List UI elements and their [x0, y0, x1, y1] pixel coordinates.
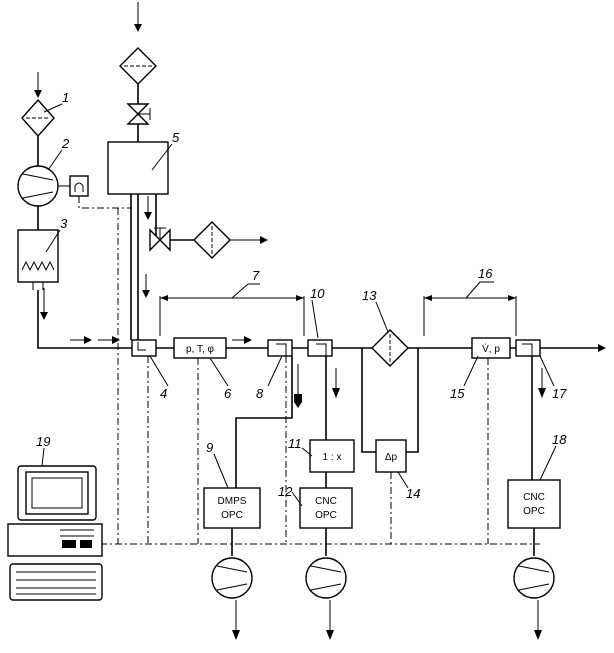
pump-left — [211, 557, 253, 599]
flow-box-15 — [471, 337, 511, 359]
delta-p-box-14 — [375, 439, 407, 473]
dmps-line1: DMPS — [218, 496, 247, 507]
flow-arrow-down-to-mixer — [142, 274, 150, 298]
dilution-box-text: 1 : x — [323, 452, 342, 463]
label-11: 11 — [288, 436, 302, 451]
signal-lines — [100, 208, 540, 545]
flow-box-text: V̇, p — [482, 342, 500, 355]
label-16: 16 — [478, 266, 493, 281]
label-17: 17 — [552, 386, 567, 401]
label-15: 15 — [450, 386, 465, 401]
bracket-7 — [159, 283, 305, 336]
computer-19 — [7, 465, 103, 601]
dmps-line2: OPC — [221, 510, 243, 521]
flow-arrow-cooler-out — [40, 288, 48, 320]
bracket-16 — [423, 281, 517, 336]
outlet-arrow-main — [598, 344, 606, 352]
pump-outlets — [232, 600, 542, 640]
flow-arrow-tank-out — [144, 196, 152, 220]
cnc12-line1: CNC — [315, 496, 337, 507]
dmps-opc-box-9 — [203, 487, 261, 529]
flow-arrow-main-1 — [70, 336, 92, 344]
label-14: 14 — [406, 486, 420, 501]
sampling-probe-8 — [267, 339, 293, 357]
label-8: 8 — [256, 386, 264, 401]
label-10: 10 — [310, 286, 325, 301]
flow-arrow-main-3 — [232, 336, 252, 344]
label-12: 12 — [278, 484, 293, 499]
pump-middle — [305, 557, 347, 599]
leader-lines — [41, 103, 557, 507]
probe-10-arrow — [332, 368, 340, 398]
mixer-4 — [131, 339, 157, 357]
sampling-probe-17 — [515, 339, 541, 357]
exhaust-valve — [149, 227, 171, 252]
sampling-probe-10 — [307, 339, 333, 357]
inlet-arrow-left — [34, 72, 42, 98]
probe-8-arrow — [294, 364, 302, 408]
measure-box-text: p, T, φ — [186, 344, 214, 355]
cooler-3 — [17, 229, 59, 283]
filter-13 — [371, 329, 409, 367]
label-6: 6 — [224, 386, 232, 401]
cnc12-line2: OPC — [315, 510, 337, 521]
label-4: 4 — [160, 386, 167, 401]
inlet-arrow-top — [134, 2, 142, 32]
label-7: 7 — [252, 268, 260, 283]
label-18: 18 — [552, 432, 567, 447]
valve-top — [126, 103, 151, 125]
exhaust-filter — [193, 221, 231, 259]
buffer-tank-5 — [107, 141, 169, 195]
label-2: 2 — [61, 136, 70, 151]
label-9: 9 — [206, 440, 213, 455]
cnc-opc-box-12 — [299, 487, 353, 529]
flow-arrow-main-2 — [98, 336, 120, 344]
label-19: 19 — [36, 434, 50, 449]
pump-right — [513, 557, 555, 599]
label-5: 5 — [172, 130, 180, 145]
probe-17-arrow — [538, 368, 546, 398]
delta-p-box-text: Δp — [385, 452, 398, 463]
inlet-filter-1 — [21, 98, 55, 138]
cnc18-line2: OPC — [523, 506, 545, 517]
label-1: 1 — [62, 90, 69, 105]
label-13: 13 — [362, 288, 377, 303]
compressor-2 — [17, 165, 59, 207]
dilution-box-11 — [309, 439, 355, 473]
measure-box-6 — [173, 337, 227, 359]
exhaust-arrow — [230, 236, 268, 244]
cnc-opc-box-18 — [507, 479, 561, 529]
inlet-filter-top — [119, 47, 157, 85]
label-3: 3 — [60, 216, 68, 231]
cnc18-line1: CNC — [523, 492, 545, 503]
sensor-symbol — [58, 175, 132, 209]
